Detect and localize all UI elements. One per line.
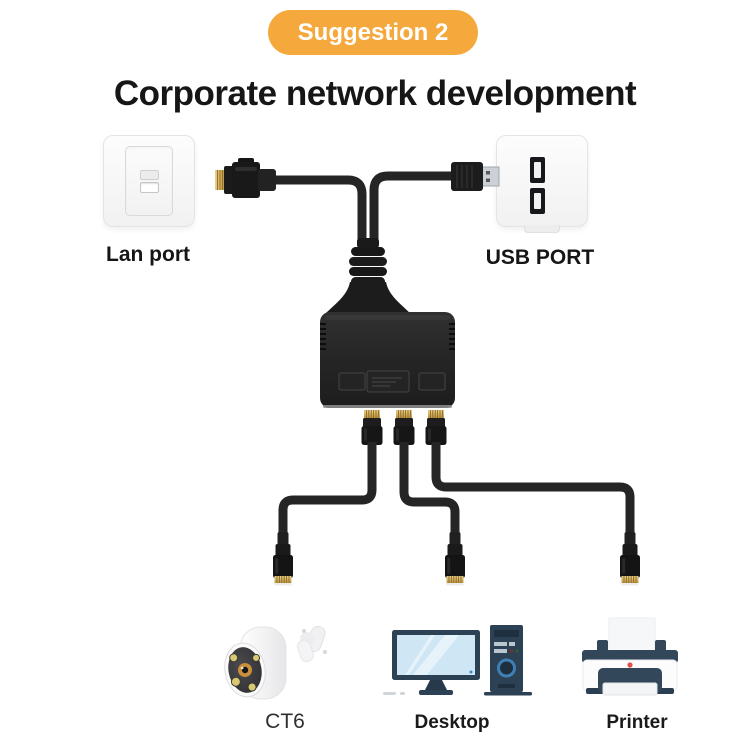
brand-mark: [372, 377, 402, 387]
usb-tongue: [534, 162, 541, 178]
splitter-body-icon: [320, 312, 455, 408]
tower: [484, 625, 532, 696]
lan-jack-opening: [140, 182, 159, 193]
paper-sheet: [608, 617, 656, 657]
printer-tray-paper: [602, 682, 658, 696]
ground-dash: [383, 692, 396, 695]
lan-jack-shutter: [140, 170, 159, 180]
lan-port-label: Lan port: [106, 243, 190, 266]
desktop-label: Desktop: [414, 712, 490, 733]
monitor: [392, 630, 480, 695]
page-title: Corporate network development: [113, 74, 637, 113]
printer-label: Printer: [606, 712, 668, 733]
printer-status-dot: [627, 662, 633, 668]
usb-socket-icon: [530, 188, 545, 214]
usb-wallplate-tab: [524, 225, 560, 233]
printer-icon: [582, 617, 678, 696]
usb-port-label: USB PORT: [485, 246, 595, 269]
rj45-plug-left-icon: [215, 158, 276, 198]
desktop-icon: [383, 625, 532, 696]
usb-wallplate-icon: [496, 135, 588, 227]
rj45-plug-up-icon: [425, 409, 447, 446]
usb-socket-icon: [530, 157, 545, 183]
suggestion-badge: Suggestion 2: [268, 10, 478, 55]
rj45-plug-down-icon: [272, 531, 294, 586]
rj45-plug-up-icon: [361, 409, 383, 446]
splitter-cable-assembly: [215, 158, 641, 586]
power-button: [497, 658, 516, 678]
rj45-plug-down-icon: [444, 531, 466, 586]
usb-tongue: [534, 193, 541, 209]
lan-wallplate-icon: [103, 135, 195, 227]
uplink-cables: [274, 171, 453, 249]
camera-icon: [224, 625, 327, 700]
usb-plug-icon: [451, 162, 500, 191]
camera-label: CT6: [265, 710, 305, 733]
lan-bezel: [125, 146, 173, 216]
downlink-cables: [278, 442, 635, 540]
camera-mount: [297, 625, 327, 663]
rj45-plug-down-icon: [619, 531, 641, 586]
strain-relief: [324, 238, 412, 315]
ground-dash: [400, 692, 405, 695]
rj45-plug-up-icon: [393, 409, 415, 446]
camera-face: [224, 642, 266, 698]
